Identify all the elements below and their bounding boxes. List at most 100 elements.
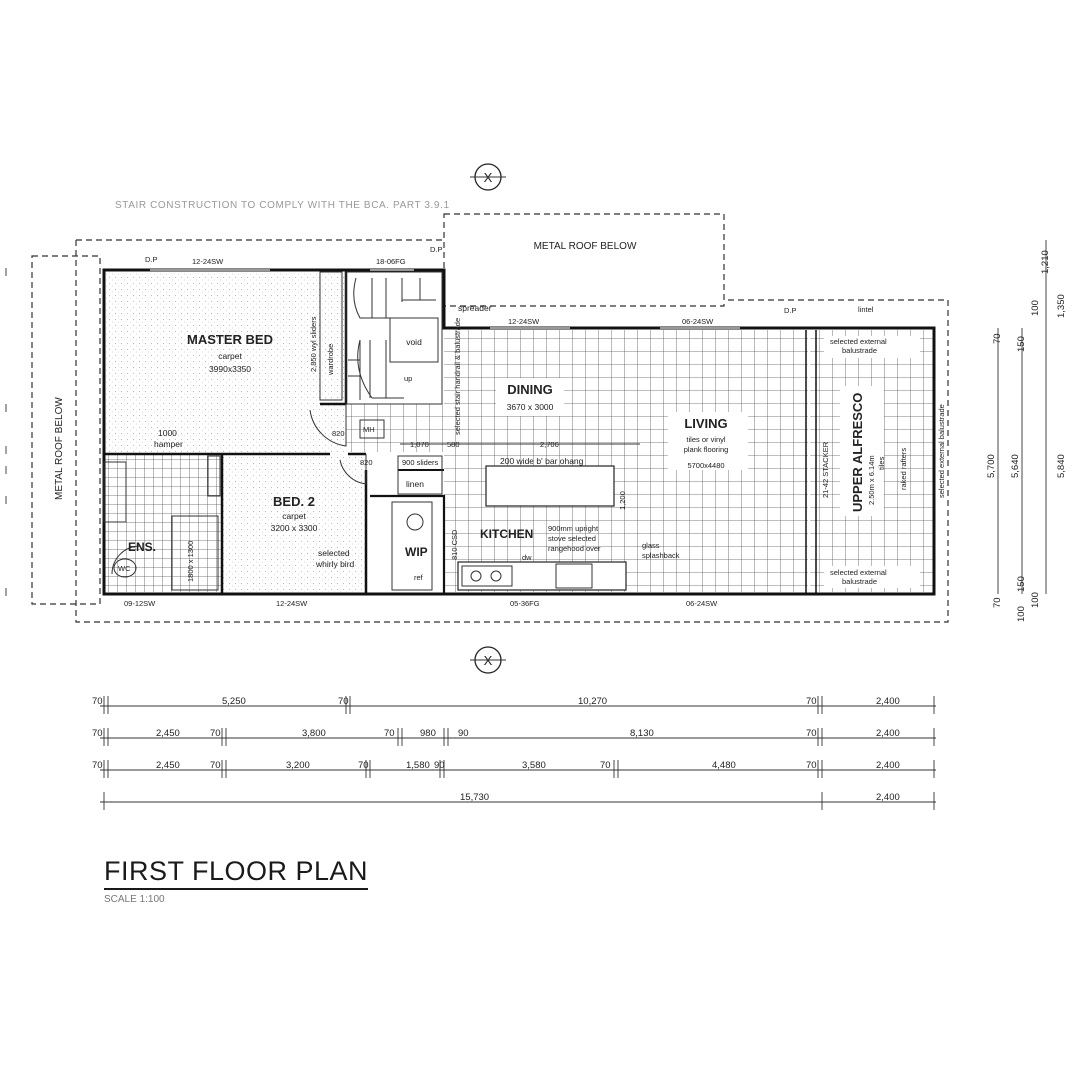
kitchen-label: KITCHEN <box>480 527 533 541</box>
living-name: LIVING <box>684 416 727 431</box>
dw-label: dw <box>522 553 532 562</box>
svg-text:5,840: 5,840 <box>1056 454 1067 478</box>
stacker-label: 21-42 STACKER <box>821 441 830 498</box>
living-finish-1: tiles or vinyl <box>686 435 726 444</box>
svg-text:05-36FG: 05-36FG <box>510 599 540 608</box>
svg-text:12-24SW: 12-24SW <box>508 317 540 326</box>
manhole <box>359 419 385 439</box>
pantry-height: 1,200 <box>618 491 627 510</box>
dimension-label: 90 <box>458 728 469 739</box>
raked-rafters: raked rafters <box>899 448 908 490</box>
grid-marker-top: X <box>470 163 506 191</box>
kitchen-bench <box>457 561 627 591</box>
linen-cupboard <box>397 455 443 495</box>
wc-label: WC <box>118 564 131 573</box>
svg-text:100: 100 <box>1030 592 1041 608</box>
dimension-label: 90 <box>434 760 445 771</box>
dimension-label: 2,450 <box>156 728 180 739</box>
window-marks <box>150 269 740 329</box>
svg-text:18-06FG: 18-06FG <box>376 257 406 266</box>
wip-room <box>391 501 433 591</box>
plan-title: FIRST FLOOR PLAN <box>104 856 369 890</box>
svg-text:void: void <box>406 337 422 347</box>
spreader-note: spreader <box>458 303 492 313</box>
manhole-label: MH <box>363 425 375 434</box>
living-size: 5700x4480 <box>687 461 724 470</box>
lintel-label: lintel <box>858 305 874 314</box>
svg-text:1,350: 1,350 <box>1056 294 1067 318</box>
island-bench <box>485 465 615 507</box>
roof-below-left-label: METAL ROOF BELOW <box>54 397 65 500</box>
door-820-a: 820 <box>332 429 345 438</box>
right-dimensions: 70 150 5,700 150 100 70 100 5,640 100 1,… <box>986 240 1067 622</box>
svg-text:06-24SW: 06-24SW <box>686 599 718 608</box>
balustrade-bot-1: selected external <box>830 568 887 577</box>
svg-text:70: 70 <box>992 333 1003 344</box>
bed2-name: BED. 2 <box>273 494 315 509</box>
grid-marker-bottom: X <box>470 646 506 674</box>
csd-label: 810 CSD <box>450 529 459 560</box>
whirly-note-1: selected <box>318 548 350 558</box>
roof-below-top-label: METAL ROOF BELOW <box>534 241 637 252</box>
handrail-note: selected stair handrail & balustrade <box>453 318 462 435</box>
hamper-label: hamper <box>154 439 183 449</box>
linen-label: linen <box>406 479 424 489</box>
ens-dims: 1800 x 1300 <box>186 541 195 582</box>
glass-note-1: glass <box>642 541 660 550</box>
alfresco-finish: tiles <box>877 456 886 470</box>
dimension-label: 70 <box>92 728 103 739</box>
master-bed-name: MASTER BED <box>187 332 273 347</box>
sink <box>461 565 513 587</box>
balustrade-top-1: selected external <box>830 337 887 346</box>
external-walls <box>102 268 936 596</box>
shower <box>171 515 219 591</box>
dimension-label: 70 <box>338 696 349 707</box>
wardrobe <box>319 271 343 401</box>
balustrade-side: selected external balustrade <box>937 404 946 498</box>
dp-3: D.P <box>784 306 797 315</box>
svg-text:1,210: 1,210 <box>1040 250 1051 274</box>
wip-label: WIP <box>405 545 428 559</box>
plan-scale: SCALE 1:100 <box>104 894 165 905</box>
hamper-unit <box>207 455 221 497</box>
ens-floor <box>104 454 222 592</box>
dimension-label: 70 <box>806 760 817 771</box>
master-bed-finish: carpet <box>218 351 242 361</box>
stove-note-2: stove selected <box>548 534 596 543</box>
dimension-label: 15,730 <box>460 792 489 803</box>
dimension-label: 1,580 <box>406 760 430 771</box>
vanity <box>103 461 127 523</box>
living-finish-2: plank flooring <box>684 445 729 454</box>
svg-text:12-24SW: 12-24SW <box>276 599 308 608</box>
balustrade-top-2: balustrade <box>842 346 877 355</box>
dining-hall-tile <box>346 404 444 452</box>
wardrobe-label: wardrobe <box>326 344 335 376</box>
dimension-label: 70 <box>358 760 369 771</box>
dimension-label: 70 <box>806 728 817 739</box>
svg-text:up: up <box>404 374 412 383</box>
dimension-label: 2,400 <box>876 728 900 739</box>
living-label-group: LIVING tiles or vinyl plank flooring 570… <box>668 412 748 470</box>
dimension-label: 3,800 <box>302 728 326 739</box>
dimension-label: 5,250 <box>222 696 246 707</box>
roof-below-left-outline <box>31 255 101 605</box>
dining-label-group: DINING 3670 x 3000 <box>496 378 564 416</box>
master-bed-size: 3990x3350 <box>209 364 251 374</box>
svg-text:70: 70 <box>992 597 1003 608</box>
window-labels: 12-24SW 18-06FG 12-24SW 06-24SW 09-12SW … <box>124 257 718 608</box>
glass-note-2: splashback <box>642 551 680 560</box>
dimension-label: 4,480 <box>712 760 736 771</box>
dimension-label: 70 <box>210 760 221 771</box>
bar-label: 200 wide b' bar ohang <box>500 456 584 466</box>
dimension-label: 2,400 <box>876 760 900 771</box>
dimension-label: 70 <box>806 696 817 707</box>
dimension-label: 2,400 <box>876 696 900 707</box>
alfresco-size: 2.50m x 6.14m <box>867 455 876 505</box>
master-bed-floor <box>104 272 346 452</box>
bed2-size: 3200 x 3300 <box>271 523 318 533</box>
svg-text:150: 150 <box>1016 576 1027 592</box>
svg-text:5,700: 5,700 <box>986 454 997 478</box>
door-820-b: 820 <box>360 458 373 467</box>
dimension-label: 3,200 <box>286 760 310 771</box>
